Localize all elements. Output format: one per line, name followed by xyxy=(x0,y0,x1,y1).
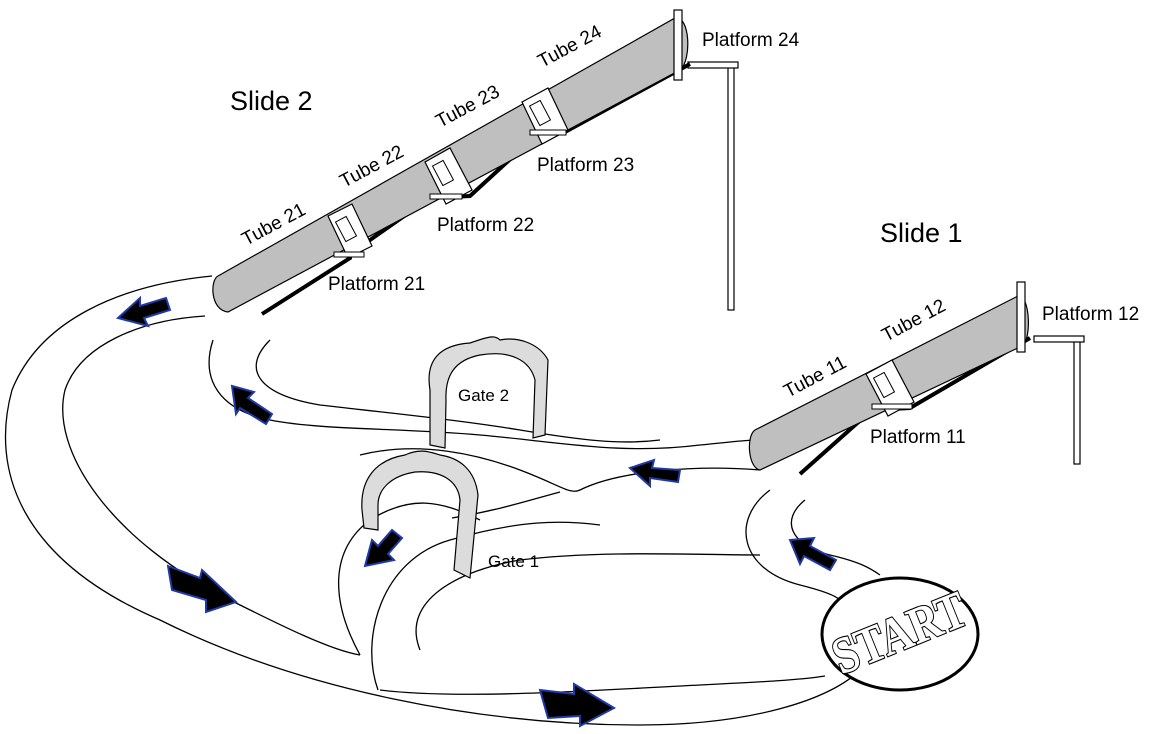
slide2-top-post xyxy=(673,9,683,81)
platform-11-label: Platform 11 xyxy=(870,427,966,448)
arrow-icon xyxy=(166,564,238,614)
slide1-support-pole xyxy=(1073,339,1081,465)
slide-1 xyxy=(748,281,1085,476)
arrow-icon xyxy=(628,458,682,489)
gate-2-label: Gate 2 xyxy=(458,386,509,405)
platform-24-label: Platform 24 xyxy=(702,30,800,51)
gate-1-label: Gate 1 xyxy=(488,552,539,571)
platform-22-deck xyxy=(429,193,463,200)
platform-11-deck xyxy=(871,403,913,410)
slide-2-title: Slide 2 xyxy=(230,86,313,116)
arrow-icon xyxy=(363,528,404,568)
platform-24-deck xyxy=(687,61,739,69)
start-approach-b xyxy=(790,499,881,576)
slide-2 xyxy=(212,9,739,316)
tube-joint xyxy=(865,359,915,417)
slide2-exit-lane-b xyxy=(255,339,661,443)
slide1-top-post xyxy=(1016,281,1026,353)
gate-1 xyxy=(361,450,479,579)
arrow-icon xyxy=(538,682,617,728)
direction-arrows xyxy=(115,295,838,728)
track-lines xyxy=(4,275,881,726)
platform-12-label: Platform 12 xyxy=(1042,304,1139,325)
slide2-support-pole xyxy=(727,65,735,311)
gate-2 xyxy=(428,336,549,449)
arrow-icon xyxy=(230,384,274,426)
tube-joint xyxy=(424,147,473,205)
start-circle xyxy=(820,576,980,692)
arrow-icon xyxy=(788,536,838,572)
platform-21-label: Platform 21 xyxy=(328,274,425,295)
platform-23-label: Platform 23 xyxy=(537,155,634,176)
platform-23-deck xyxy=(529,129,567,136)
start-approach-a xyxy=(745,489,841,601)
start-lane-edge xyxy=(379,675,826,695)
start-marker: START xyxy=(820,576,980,692)
tube-joint xyxy=(327,203,373,259)
platform-12-deck xyxy=(1033,335,1085,343)
outer-track-inner-edge xyxy=(62,315,361,656)
platform-22-label: Platform 22 xyxy=(437,215,534,236)
lower-lane-outer-edge xyxy=(415,553,761,651)
slide-1-title: Slide 1 xyxy=(880,218,963,248)
lower-lane-edge xyxy=(371,521,601,691)
arrow-icon xyxy=(115,295,172,328)
outer-track-edge xyxy=(4,275,861,726)
platform-21-deck xyxy=(333,251,365,258)
